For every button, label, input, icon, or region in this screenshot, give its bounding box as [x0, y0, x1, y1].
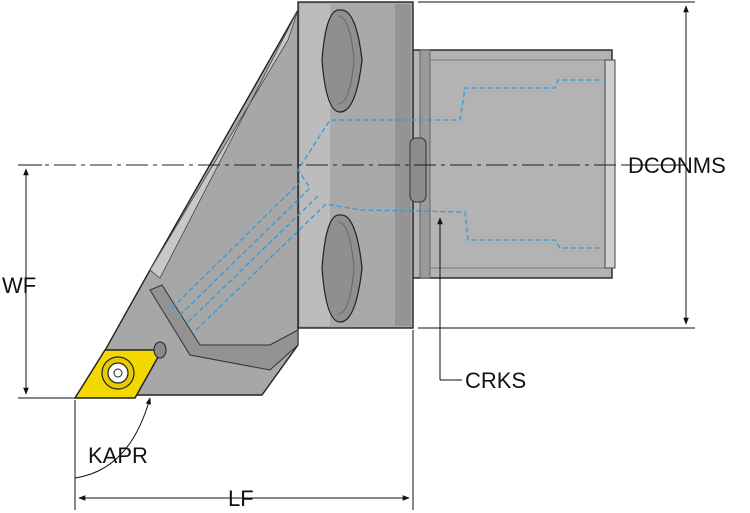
drive-slot-top [321, 9, 363, 113]
lf-label: LF [228, 486, 254, 511]
coolant-channels [171, 79, 600, 331]
cutting-insert [73, 341, 167, 399]
tool-body [78, 7, 299, 396]
dimension-lines [18, 1, 695, 510]
wf-label: WF [2, 273, 36, 298]
coupling-shank [411, 49, 616, 279]
kapr-label: KAPR [88, 443, 148, 468]
drive-slot-bottom [321, 214, 363, 323]
center-pin [409, 137, 427, 203]
crks-label: CRKS [465, 368, 526, 393]
dconms-label: DCONMS [628, 153, 726, 178]
